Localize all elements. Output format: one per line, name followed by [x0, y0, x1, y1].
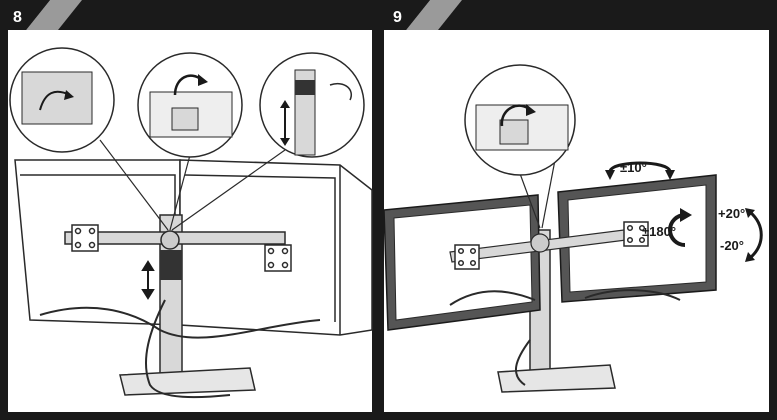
vesa-plate-left — [454, 244, 480, 270]
step-number: 8 — [13, 9, 22, 26]
rotation-label: ±180° — [642, 224, 676, 239]
tilt-down-label: -20° — [720, 238, 744, 253]
step-8-panel: 8 — [0, 0, 380, 420]
swivel-label: ±10° — [620, 160, 647, 175]
step-9-panel: 9 — [380, 0, 777, 420]
tilt-arrow-icon — [745, 208, 763, 262]
vesa-plate-left — [71, 224, 99, 252]
tilt-up-label: +20° — [718, 206, 745, 221]
swivel-arrow-icon — [605, 161, 675, 180]
height-adjust-arrow — [141, 260, 155, 300]
cable — [39, 306, 321, 339]
detail-inset — [464, 64, 576, 176]
callout-lines — [99, 139, 286, 231]
cable — [449, 290, 536, 306]
detail-inset-3 — [259, 52, 365, 158]
detail-inset-1 — [9, 47, 115, 153]
rotation-arrow-icon — [668, 208, 692, 247]
step-number: 9 — [393, 9, 402, 26]
step-8-illustration: 8 — [0, 0, 373, 412]
stand-base — [497, 364, 616, 393]
crossbar-arm — [64, 230, 286, 250]
detail-inset-2 — [137, 52, 243, 158]
step-9-illustration: 9 — [380, 0, 769, 412]
vesa-plate-right — [264, 244, 292, 272]
vesa-plate-right — [623, 221, 649, 247]
